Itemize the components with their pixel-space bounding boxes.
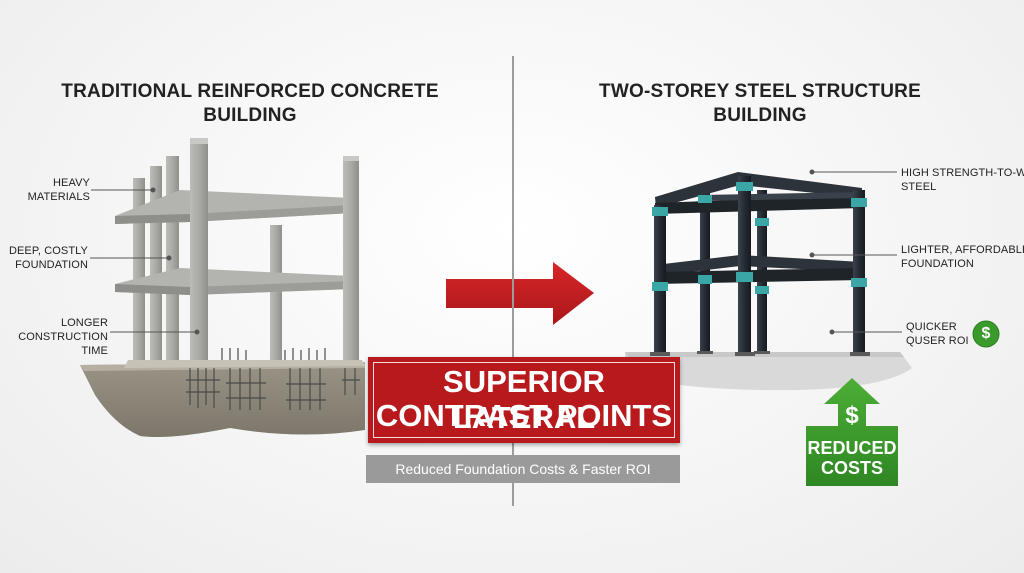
roi-dollar-symbol: $ <box>981 325 991 342</box>
banner-line1: SUPERIOR LATERAL <box>443 364 605 435</box>
right-leader-lines <box>809 169 902 335</box>
right-title: TWO-STOREY STEEL STRUCTURE BUILDING <box>560 80 960 128</box>
subtitle-bar: Reduced Foundation Costs & Faster ROI <box>366 455 680 483</box>
callout-lighter-foundation: LIGHTER, AFFORDABLE FOUNDATION <box>901 244 1024 270</box>
steel-joints <box>652 182 867 294</box>
left-title-line1: TRADITIONAL REINFORCED CONCRETE <box>61 81 439 102</box>
banner-border <box>373 362 675 438</box>
subtitle-text: Reduced Foundation Costs & Faster ROI <box>395 461 651 477</box>
callout-heavy-materials: HEAVY MATERIALS <box>27 177 90 203</box>
left-title: TRADITIONAL REINFORCED CONCRETE BUILDING <box>60 80 440 128</box>
concrete-frame <box>115 138 365 368</box>
callout-quicker-roi: QUICKER QUSER ROI <box>906 321 969 347</box>
callout-deep-foundation: DEEP, COSTLY FOUNDATION <box>8 245 88 271</box>
banner-line2: CONTRAST POINTS <box>375 398 673 433</box>
reduced-costs-label: REDUCED COSTS <box>807 438 897 478</box>
dollar-circle-icon <box>972 320 1000 348</box>
costs-dollar-symbol: $ <box>845 402 859 429</box>
steel-frame <box>650 172 870 356</box>
foundation-rebar <box>186 348 360 410</box>
center-divider <box>512 56 514 506</box>
left-title-line2: BUILDING <box>203 105 297 126</box>
callout-high-strength-steel: HIGH STRENGTH-TO-WEIGH STEEL <box>901 167 1024 193</box>
left-leader-lines <box>90 187 200 335</box>
headline-banner: SUPERIOR LATERAL CONTRAST POINTS <box>368 357 680 443</box>
steel-ground <box>625 352 912 391</box>
up-arrow-dollar-icon <box>806 378 898 486</box>
arrow-right-icon <box>446 262 594 325</box>
right-title-line2: BUILDING <box>713 105 807 126</box>
right-title-line1: TWO-STOREY STEEL STRUCTURE <box>599 81 921 102</box>
callout-longer-construction: LONGER CONSTRUCTION TIME <box>18 317 108 357</box>
